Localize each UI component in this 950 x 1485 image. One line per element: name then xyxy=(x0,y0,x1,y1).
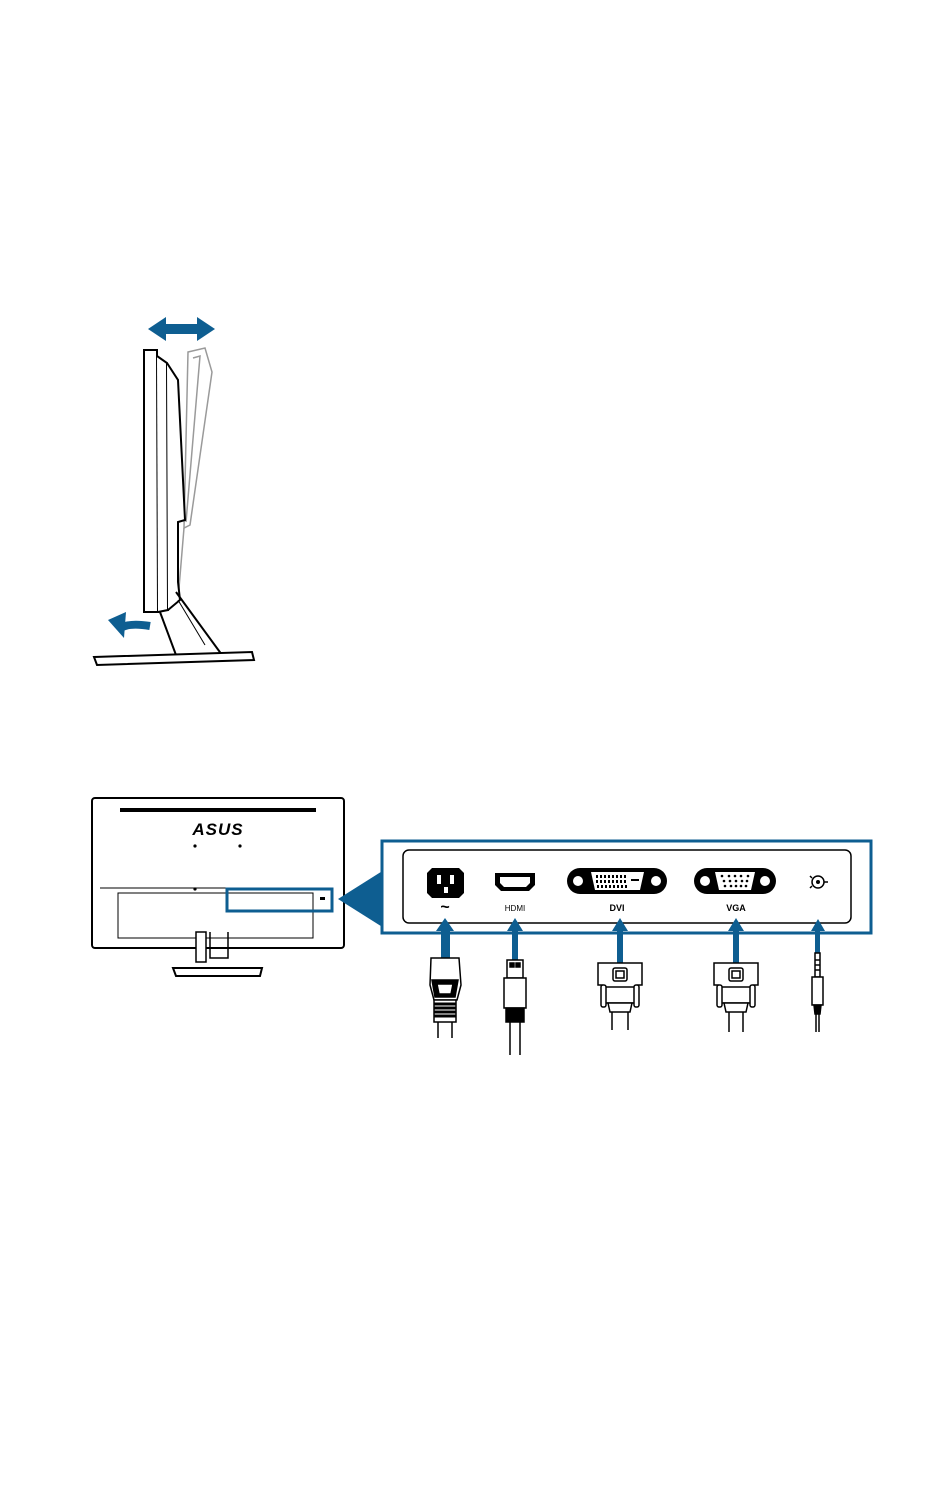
connection-figure: ASUS ~ HDMI xyxy=(0,780,950,1080)
dvi-label: DVI xyxy=(609,903,624,913)
rear-monitor: ASUS xyxy=(92,798,344,976)
vga-label: VGA xyxy=(726,903,746,913)
curved-tilt-arrow xyxy=(108,612,150,638)
double-horizontal-arrow xyxy=(148,317,215,341)
power-label: ~ xyxy=(440,899,449,916)
audio-cable xyxy=(812,953,823,1032)
dvi-cable xyxy=(598,963,642,1030)
tilt-figure xyxy=(0,300,330,690)
hdmi-cable xyxy=(504,960,526,1055)
hdmi-label: HDMI xyxy=(505,904,525,913)
brand-logo: ASUS xyxy=(191,820,243,839)
power-cable xyxy=(430,958,461,1038)
vga-cable xyxy=(714,963,758,1032)
